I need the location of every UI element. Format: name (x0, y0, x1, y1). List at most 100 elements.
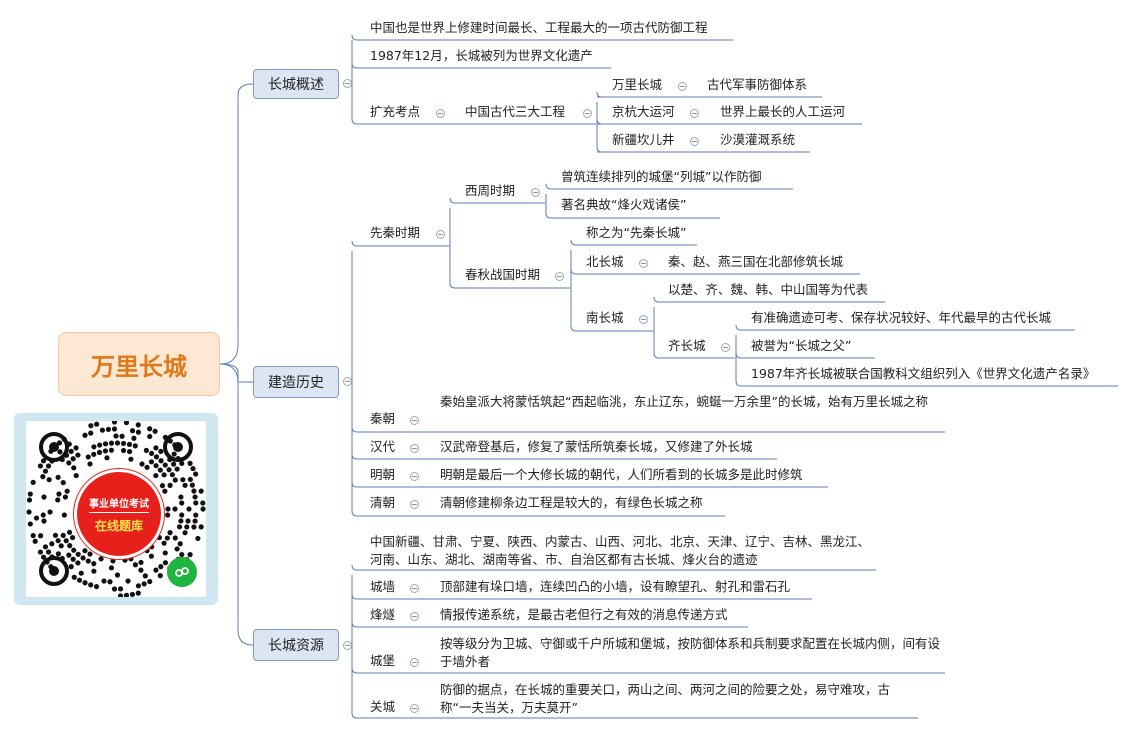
collapse-icon[interactable] (410, 472, 419, 481)
project-name[interactable]: 新疆坎儿井 (612, 132, 675, 147)
qr-finder (39, 432, 69, 462)
qr-dot (156, 534, 163, 541)
qi-wall-item: 1987年齐长城被联合国教科文组织列入《世界文化遗产名录》 (751, 366, 1096, 381)
collapse-icon[interactable] (639, 315, 648, 324)
collapse-icon[interactable] (583, 109, 592, 118)
node-history[interactable]: 建造历史 (253, 366, 339, 398)
collapse-icon[interactable] (436, 109, 445, 118)
collapse-icon[interactable] (343, 79, 352, 88)
dynasty-name[interactable]: 清朝 (370, 495, 396, 510)
dynasty-name[interactable]: 秦朝 (370, 411, 396, 426)
qr-dot (75, 452, 81, 458)
connector (351, 593, 812, 600)
collapse-icon[interactable] (690, 109, 699, 118)
qr-dot (94, 421, 100, 427)
collapse-icon[interactable] (410, 704, 419, 713)
connector (351, 426, 945, 433)
qr-dot (37, 463, 44, 469)
qr-dot (70, 456, 76, 462)
qr-dot (126, 448, 133, 455)
qr-dot (40, 554, 47, 560)
qi-wall-item: 被誉为“长城之父” (751, 338, 852, 353)
connector (735, 324, 1075, 331)
qr-dot (180, 477, 186, 483)
qr-dot (195, 535, 201, 542)
collapse-icon[interactable] (343, 641, 352, 650)
collapse-icon[interactable] (690, 137, 699, 146)
qr-dot (157, 467, 163, 473)
resource-name[interactable]: 城墙 (370, 579, 396, 594)
collapse-icon[interactable] (410, 658, 419, 667)
qr-dot (82, 580, 88, 586)
node-xizhou[interactable]: 西周时期 (465, 183, 516, 198)
collapse-icon[interactable] (343, 377, 352, 386)
qr-dot (32, 538, 38, 544)
node-north-wall[interactable]: 北长城 (586, 254, 624, 269)
qr-dot (91, 568, 97, 574)
root-node[interactable]: 万里长城 (58, 332, 220, 396)
qr-dot (153, 454, 160, 460)
collapse-icon[interactable] (678, 82, 687, 91)
resource-name[interactable]: 烽燧 (370, 607, 396, 622)
qr-dot (108, 440, 115, 446)
qr-dot (71, 574, 77, 580)
qr-dot (189, 482, 195, 488)
qr-dot (171, 451, 177, 457)
connector (351, 564, 876, 571)
qr-dot (193, 512, 199, 518)
resource-name[interactable]: 城堡 (370, 653, 396, 668)
dynasty-name[interactable]: 明朝 (370, 467, 396, 482)
collapse-icon[interactable] (531, 188, 540, 197)
resource-name[interactable]: 关城 (370, 699, 396, 714)
qr-dot (111, 419, 118, 425)
dynasty-name[interactable]: 汉代 (370, 439, 396, 454)
qr-dot (120, 440, 127, 447)
collapse-icon[interactable] (410, 500, 419, 509)
qr-dot (171, 461, 177, 467)
qr-dot (123, 592, 130, 598)
qr-dot (66, 552, 72, 558)
qr-dot (111, 426, 118, 432)
qr-dot (55, 538, 61, 544)
qr-dot (87, 551, 93, 557)
qr-dot (179, 460, 185, 467)
collapse-icon[interactable] (410, 612, 419, 621)
south-wall-desc: 以楚、齐、魏、韩、中山国等为代表 (668, 282, 869, 297)
qr-dot (119, 433, 125, 439)
qr-dot (138, 567, 144, 573)
collapse-icon[interactable] (555, 272, 564, 281)
node-preqin[interactable]: 先秦时期 (370, 225, 421, 240)
collapse-icon[interactable] (436, 230, 445, 239)
qr-dot (49, 541, 55, 547)
collapse-icon[interactable] (410, 444, 419, 453)
node-chunqiu[interactable]: 春秋战国时期 (465, 267, 541, 282)
qr-dot (108, 447, 115, 453)
node-south-wall[interactable]: 南长城 (586, 310, 624, 325)
qr-dot (101, 578, 107, 584)
collapse-icon[interactable] (410, 416, 419, 425)
qr-dot (111, 586, 118, 592)
project-name[interactable]: 京杭大运河 (612, 104, 675, 119)
qr-dot (179, 551, 185, 558)
qr-dot (123, 420, 130, 426)
node-three-projects[interactable]: 中国古代三大工程 (465, 104, 566, 119)
connector (351, 667, 945, 674)
qr-dot (40, 512, 46, 518)
collapse-icon[interactable] (721, 343, 730, 352)
collapse-icon[interactable] (410, 584, 419, 593)
qr-dot (56, 491, 62, 497)
qr-dot (185, 518, 191, 524)
project-name[interactable]: 万里长城 (612, 77, 663, 92)
qr-dot (129, 591, 136, 598)
node-resources[interactable]: 长城资源 (253, 629, 339, 661)
qr-badge-line2: 在线题库 (94, 518, 143, 533)
node-extra-points[interactable]: 扩充考点 (370, 104, 421, 119)
node-qi-wall[interactable]: 齐长城 (668, 338, 706, 353)
node-overview[interactable]: 长城概述 (253, 69, 339, 99)
qr-dot (174, 546, 180, 552)
qr-dot (167, 482, 173, 488)
qr-dot (172, 535, 178, 541)
qr-dot (40, 474, 46, 480)
collapse-icon[interactable] (639, 259, 648, 268)
qr-dot (68, 448, 74, 454)
